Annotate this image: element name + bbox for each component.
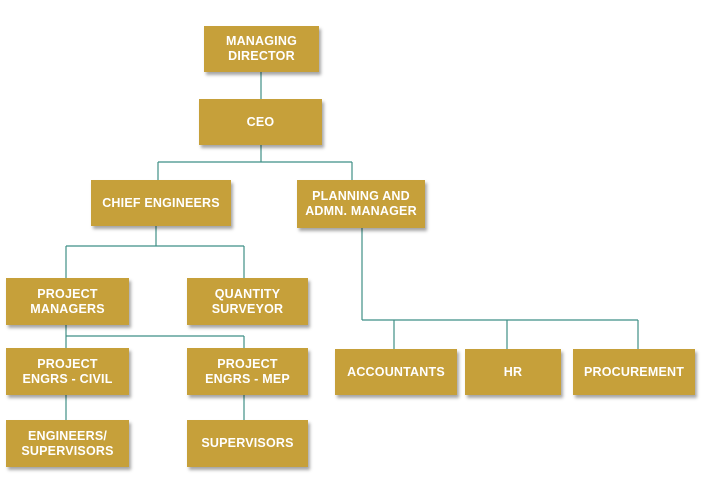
- box-chief-engineers: CHIEF ENGINEERS: [91, 180, 231, 226]
- box-project-managers: PROJECT MANAGERS: [6, 278, 129, 325]
- box-supervisors: SUPERVISORS: [187, 420, 308, 467]
- box-engineers-supervisors: ENGINEERS/ SUPERVISORS: [6, 420, 129, 467]
- box-managing-director: MANAGING DIRECTOR: [204, 26, 319, 72]
- box-hr: HR: [465, 349, 561, 395]
- box-planning-admin-manager: PLANNING AND ADMN. MANAGER: [297, 180, 425, 228]
- box-quantity-surveyor: QUANTITY SURVEYOR: [187, 278, 308, 325]
- box-ceo: CEO: [199, 99, 322, 145]
- box-procurement: PROCUREMENT: [573, 349, 695, 395]
- box-accountants: ACCOUNTANTS: [335, 349, 457, 395]
- box-project-engrs-civil: PROJECT ENGRS - CIVIL: [6, 348, 129, 395]
- box-project-engrs-mep: PROJECT ENGRS - MEP: [187, 348, 308, 395]
